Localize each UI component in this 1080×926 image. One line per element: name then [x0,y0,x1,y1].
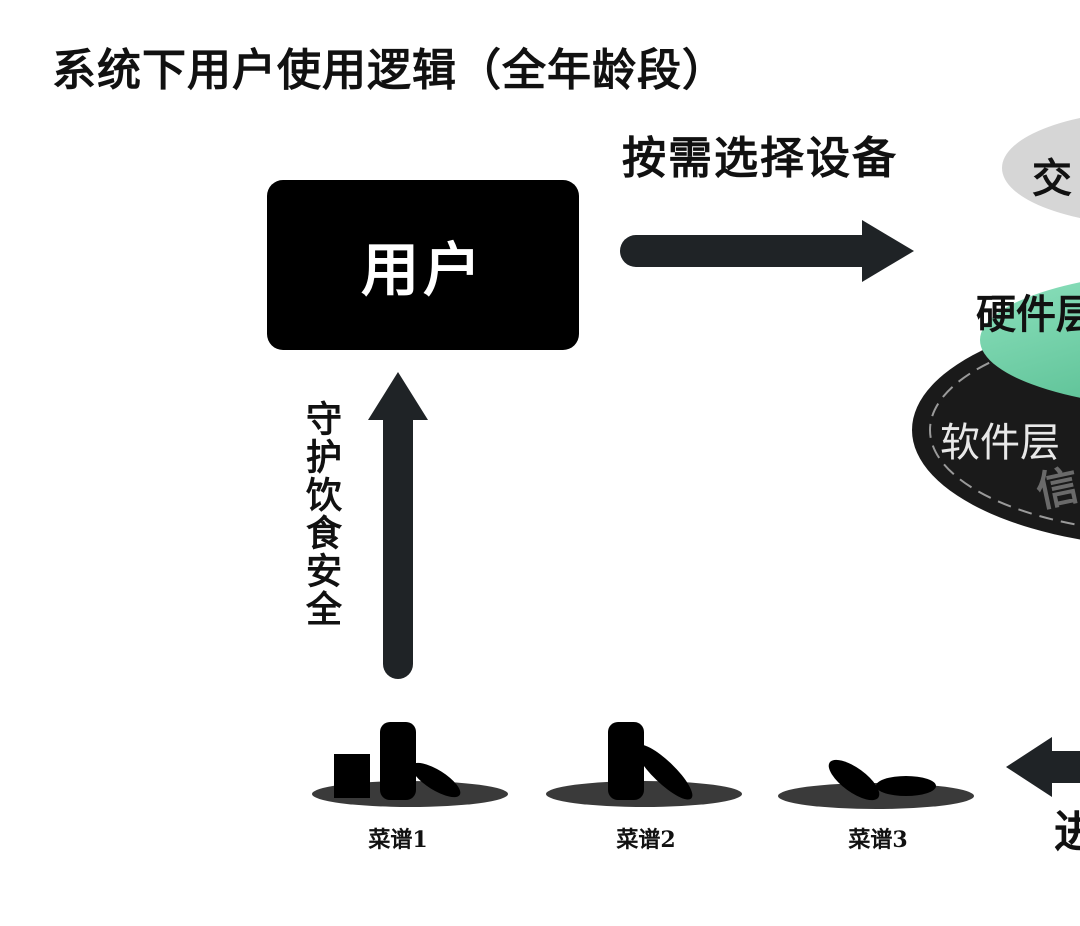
page-title: 系统下用户使用逻辑（全年龄段） [52,45,727,96]
recipe-1-label: 菜谱1 [368,827,428,853]
recipe-1-icon [312,722,508,807]
user-box: 用户 [267,180,579,350]
software-layer-label: 软件层 [940,420,1060,466]
food-safety-label: 守护饮食安全 [300,400,341,628]
select-device-arrow [620,220,914,282]
bottom-right-label: 进 [1054,807,1080,858]
user-box-label: 用户 [360,236,485,304]
interaction-layer-label: 交 [1032,156,1072,202]
food-safety-arrow [368,372,428,679]
recipe-3-label: 菜谱3 [848,827,908,853]
recipe-2-label: 菜谱2 [616,827,676,853]
hardware-layer-disk [980,282,1080,398]
interaction-layer-disk [1002,118,1080,218]
recipe-2-icon [546,722,742,807]
software-layer-dashed-ring [929,333,1080,527]
recipe-3-icon [778,759,974,809]
layer-stack [912,118,1080,540]
return-arrow [1006,737,1080,797]
device-selection-label: 按需选择设备 [622,133,898,184]
hardware-layer-label: 硬件层 [976,292,1080,338]
